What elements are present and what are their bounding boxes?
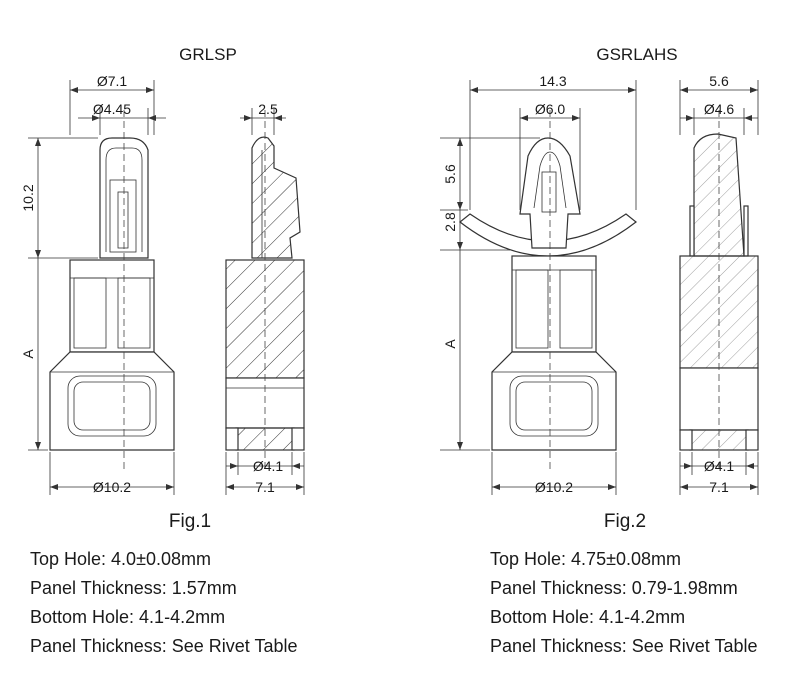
fig2-spec-top-hole: Top Hole: 4.75±0.08mm xyxy=(490,549,681,569)
fig2-dim-side-top-id: Ø4.6 xyxy=(704,101,735,117)
fig2-dim-base-od: Ø10.2 xyxy=(535,479,573,495)
fig2-dimension-lines xyxy=(440,80,759,495)
fig1-dim-base-od: Ø10.2 xyxy=(93,479,131,495)
fig2-spec-list: Top Hole: 4.75±0.08mm Panel Thickness: 0… xyxy=(490,545,758,661)
fig2-dim-top-id: Ø6.0 xyxy=(535,101,566,117)
fig2-dim-wing-span: 14.3 xyxy=(539,73,566,89)
fig2-side-view xyxy=(679,110,759,470)
fig1-side-view xyxy=(225,110,305,470)
fig1-spec-top-hole: Top Hole: 4.0±0.08mm xyxy=(30,549,211,569)
fig2-title: GSRLAHS xyxy=(596,45,677,64)
fig1-title: GRLSP xyxy=(179,45,237,64)
fig1-spec-panel-thickness-rivet: Panel Thickness: See Rivet Table xyxy=(30,636,298,656)
fig1-dimension-text: GRLSP Ø7.1 Ø4.45 10.2 A Ø10.2 2.5 Ø4.1 7… xyxy=(20,45,283,532)
fig2-dim-side-width: 7.1 xyxy=(709,479,729,495)
fig2-dim-side-top: 5.6 xyxy=(709,73,729,89)
fig1-caption: Fig.1 xyxy=(169,511,211,532)
fig2-dim-height-a: A xyxy=(442,339,458,349)
fig1-dim-side-width: 7.1 xyxy=(255,479,275,495)
fig1-dim-height-a: A xyxy=(20,349,36,359)
fig1-dim-side-top: 2.5 xyxy=(258,101,278,117)
fig2-spec-panel-thickness-rivet: Panel Thickness: See Rivet Table xyxy=(490,636,758,656)
fig1-spec-bottom-hole: Bottom Hole: 4.1-4.2mm xyxy=(30,607,226,627)
fig1-dim-top-id: Ø4.45 xyxy=(93,101,131,117)
fig2-dim-side-hole: Ø4.1 xyxy=(704,458,735,474)
fig2-dim-height-top: 5.6 xyxy=(442,164,458,184)
fig2-dim-height-wing: 2.8 xyxy=(442,212,458,232)
fig1-spec-panel-thickness: Panel Thickness: 1.57mm xyxy=(30,578,237,598)
fig2-front-view xyxy=(459,110,637,470)
fig2-dimension-text: GSRLAHS 14.3 Ø6.0 5.6 2.8 A Ø10.2 5.6 Ø4… xyxy=(442,45,734,532)
fig2-spec-bottom-hole: Bottom Hole: 4.1-4.2mm xyxy=(490,607,686,627)
fig1-dim-top-od: Ø7.1 xyxy=(97,73,128,89)
fig1-dim-side-hole: Ø4.1 xyxy=(253,458,284,474)
fig1-dim-height-top: 10.2 xyxy=(20,184,36,211)
fig1-spec-list: Top Hole: 4.0±0.08mm Panel Thickness: 1.… xyxy=(30,545,298,661)
fig2-spec-panel-thickness: Panel Thickness: 0.79-1.98mm xyxy=(490,578,738,598)
dimension-arrowheads xyxy=(35,87,758,490)
fig1-front-view xyxy=(49,110,175,470)
fig2-caption: Fig.2 xyxy=(604,511,646,532)
